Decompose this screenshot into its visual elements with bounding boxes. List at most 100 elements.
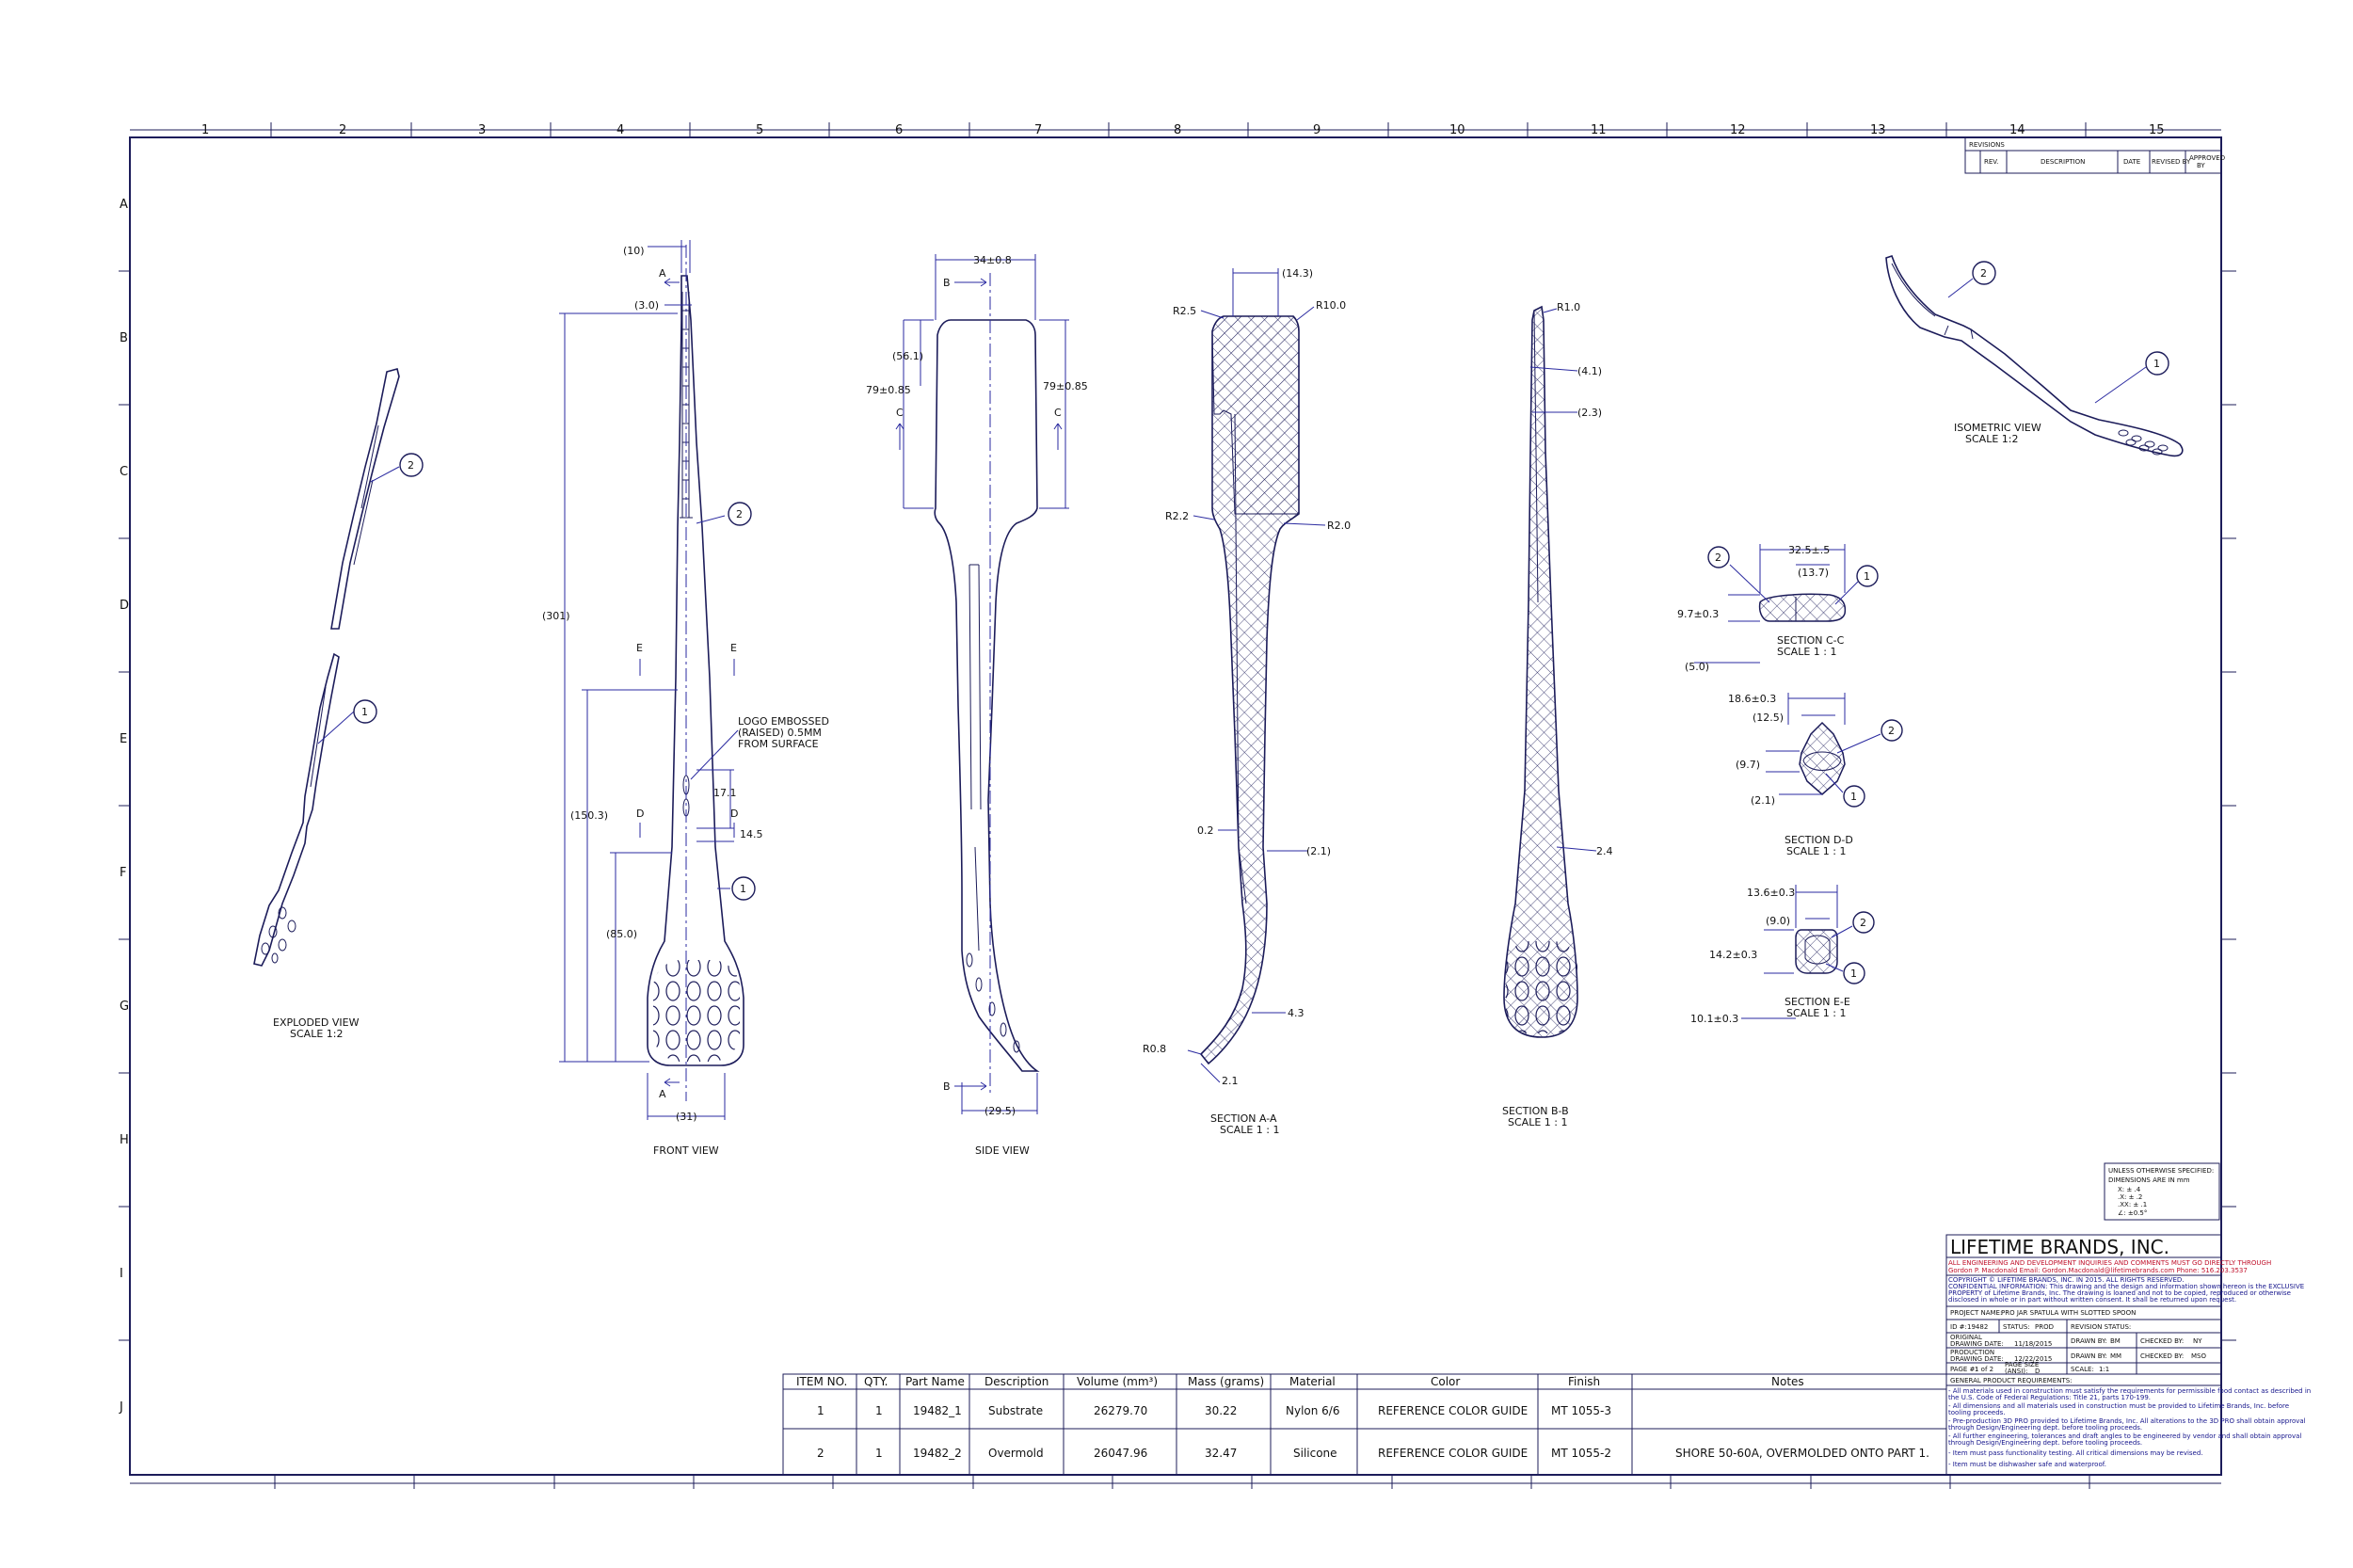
section-e-e: 13.6±0.3 (9.0) 14.2±0.3 10.1±0.3 2 1 SEC… [1690, 885, 1875, 1025]
confidential-line-3: PROPERTY of Lifetime Brands, Inc. The dr… [1948, 1289, 2291, 1297]
bb-dim-41: (4.1) [1577, 365, 1602, 377]
cc-balloon-1-label: 1 [1864, 570, 1870, 583]
bb-dim-23: (2.3) [1577, 407, 1602, 419]
zone-row-h: H [120, 1133, 129, 1147]
dd-dim-97: (9.7) [1736, 759, 1760, 771]
requirement-2: the U.S. Code of Federal Regulations: Ti… [1948, 1394, 2151, 1401]
sheet-border [129, 129, 2222, 1484]
exploded-spoon-holes [261, 906, 296, 964]
confidential-line-2: CONFIDENTIAL INFORMATION: This drawing a… [1948, 1283, 2304, 1290]
front-dim-150: (150.3) [570, 809, 608, 822]
aa-dim-r25: R2.5 [1173, 305, 1196, 317]
requirement-4: tooling proceeds. [1948, 1409, 2006, 1416]
bom-row-1-mass: 30.22 [1205, 1404, 1237, 1417]
zone-col-4: 4 [616, 123, 624, 137]
side-cut-c-left: C [896, 407, 904, 419]
tolerance-line-3: X: ± .4 [2118, 1186, 2141, 1193]
status-value: PROD [2035, 1323, 2054, 1331]
original-date-label-1: ORIGINAL [1950, 1334, 1982, 1341]
ee-dim-90: (9.0) [1766, 915, 1790, 927]
checked-by-value: NY [2193, 1337, 2202, 1345]
bom-header-mass: Mass (grams) [1188, 1375, 1264, 1388]
bom-header-part: Part Name [905, 1375, 965, 1388]
front-logo-note-1: LOGO EMBOSSED [738, 715, 829, 728]
scale-value: 1:1 [2099, 1366, 2109, 1373]
section-cc-scale: SCALE 1 : 1 [1777, 646, 1836, 658]
ee-balloon-2-label: 2 [1860, 917, 1866, 929]
side-view-label: SIDE VIEW [975, 1144, 1030, 1157]
front-view: (10) (3.0) A (301) (150.3) (85.0) (31) A… [542, 240, 829, 1157]
original-date-label-2: DRAWING DATE: [1950, 1340, 2004, 1348]
bom-row-2-color: REFERENCE COLOR GUIDE [1378, 1447, 1528, 1460]
revisions-col-revised: REVISED BY [2152, 158, 2191, 166]
bom-row-2-volume: 26047.96 [1094, 1447, 1147, 1460]
revision-status-label: REVISION STATUS: [2071, 1323, 2131, 1331]
front-logo-note-3: FROM SURFACE [738, 738, 819, 750]
isometric-view: 2 1 ISOMETRIC VIEW SCALE 1:2 [1885, 254, 2184, 457]
ee-balloon-1 [1843, 962, 1865, 984]
section-b-b: R1.0 (4.1) (2.3) 2.4 SECTION B-B SCALE 1… [1502, 301, 1613, 1128]
bom-row-1-item: 1 [817, 1404, 824, 1417]
front-dim-85: (85.0) [606, 928, 637, 940]
dd-balloon-2-label: 2 [1888, 725, 1895, 737]
ee-balloon-2 [1852, 911, 1875, 934]
checked-by-label-2: CHECKED BY: [2140, 1352, 2184, 1360]
dd-dim-125: (12.5) [1753, 712, 1784, 724]
cc-balloon-1 [1856, 565, 1879, 587]
dd-balloon-2 [1881, 719, 1903, 742]
cc-dim-97: 9.7±0.3 [1677, 608, 1719, 620]
bom-row-2-mass: 32.47 [1205, 1447, 1237, 1460]
production-date-value: 12/22/2015 [2014, 1355, 2052, 1363]
original-date-value: 11/18/2015 [2014, 1340, 2052, 1348]
cc-balloon-2 [1707, 546, 1730, 568]
bom-header-finish: Finish [1568, 1375, 1600, 1388]
project-name-value: PRO JAR SPATULA WITH SLOTTED SPOON [2001, 1309, 2136, 1317]
requirements-title: GENERAL PRODUCT REQUIREMENTS: [1950, 1377, 2073, 1384]
bb-spoon-holes [1506, 941, 1577, 1033]
dd-balloon-1-label: 1 [1850, 791, 1857, 803]
dd-dim-186: 18.6±0.3 [1728, 693, 1776, 705]
zone-col-12: 12 [1730, 123, 1746, 137]
dd-balloon-1 [1843, 785, 1865, 808]
requirement-9: - Item must pass functionality testing. … [1948, 1449, 2203, 1457]
section-dd-scale: SCALE 1 : 1 [1786, 845, 1846, 857]
exploded-balloon-2-label: 2 [408, 459, 414, 472]
ee-dim-101: 10.1±0.3 [1690, 1013, 1738, 1025]
front-balloon-2-label: 2 [736, 508, 743, 520]
zone-col-10: 10 [1449, 123, 1465, 137]
iso-balloon-1-label: 1 [2153, 358, 2160, 370]
zone-row-g: G [120, 1000, 129, 1014]
front-dim-31: (31) [676, 1111, 697, 1123]
bom-row-1-finish: MT 1055-3 [1551, 1404, 1611, 1417]
bom-row-1-material: Nylon 6/6 [1286, 1404, 1340, 1417]
tolerance-line-1: UNLESS OTHERWISE SPECIFIED: [2108, 1167, 2214, 1175]
aa-dim-21: (2.1) [1306, 845, 1331, 857]
bb-dim-r10: R1.0 [1557, 301, 1580, 313]
requirement-6: through Design/Engineering dept. before … [1948, 1424, 2142, 1432]
front-cut-e-left: E [636, 642, 643, 654]
tolerance-line-2: DIMENSIONS ARE IN mm [2108, 1176, 2190, 1184]
page-size-label-2: (ANSI): [2005, 1368, 2027, 1375]
iso-balloon-2 [1972, 261, 1996, 285]
notice-line-1: ALL ENGINEERING AND DEVELOPMENT INQUIRIE… [1948, 1259, 2271, 1267]
drawn-by-label-2: DRAWN BY: [2071, 1352, 2107, 1360]
zone-col-15: 15 [2149, 123, 2165, 137]
zone-ticks [119, 122, 2236, 1489]
section-ee-scale: SCALE 1 : 1 [1786, 1007, 1846, 1019]
revisions-title: REVISIONS [1969, 141, 2005, 149]
checked-by-label: CHECKED BY: [2140, 1337, 2184, 1345]
id-label: ID #: [1950, 1323, 1967, 1331]
front-dim-3: (3.0) [634, 299, 659, 312]
tolerance-line-5: .XX: ± .1 [2118, 1201, 2147, 1208]
exploded-view-label: EXPLODED VIEW [273, 1016, 360, 1029]
front-dim-17: 17.1 [713, 787, 737, 799]
dd-dim-21: (2.1) [1751, 794, 1775, 807]
front-cut-a-bottom: A [659, 1088, 666, 1100]
bom-header-material: Material [1289, 1375, 1336, 1388]
section-aa-label: SECTION A-A [1210, 1112, 1277, 1125]
exploded-balloon-1 [353, 699, 377, 724]
bom-row-1-part: 19482_1 [913, 1404, 962, 1417]
zone-row-b: B [120, 331, 128, 345]
iso-spoon-holes [2118, 429, 2169, 456]
production-date-label-1: PRODUCTION [1950, 1349, 1994, 1356]
